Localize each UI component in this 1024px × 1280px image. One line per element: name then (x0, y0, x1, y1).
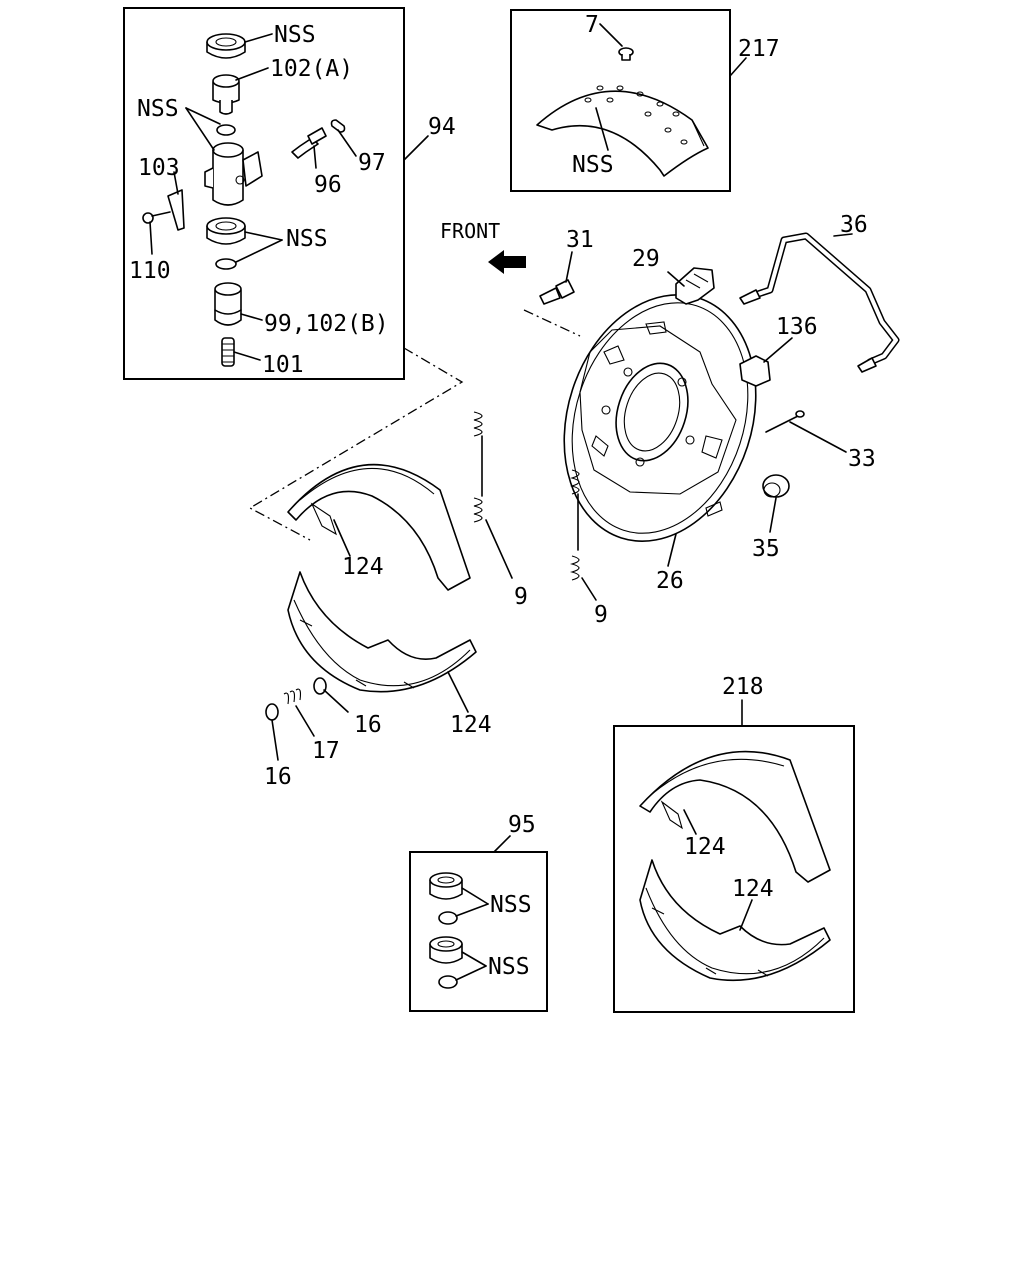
seal-kit-box (409, 851, 548, 1012)
bleeder-cap (330, 119, 346, 133)
brake-shoe-upper (287, 463, 471, 591)
brake-pipe (739, 232, 900, 373)
label-nss-lower: NSS (286, 226, 328, 252)
brake-shoes-group: 9 124 124 16 17 16 (248, 347, 528, 790)
label-36: 36 (840, 212, 868, 238)
label-101: 101 (262, 352, 304, 378)
return-spring-left (473, 411, 483, 523)
hold-down-pin (765, 410, 805, 433)
cup-seal-bottom (215, 258, 237, 270)
adjuster-spring-parts (265, 677, 327, 721)
label-nss-kit-1: NSS (490, 892, 532, 918)
cylinder-body (204, 142, 263, 206)
label-nss-kit-2: NSS (488, 954, 530, 980)
piston-102a (212, 74, 240, 115)
label-26: 26 (656, 568, 684, 594)
backing-plate-group: 31 26 (523, 212, 900, 628)
label-front: FRONT (440, 219, 500, 243)
label-16-right: 16 (354, 712, 382, 738)
label-33: 33 (848, 446, 876, 472)
seal-kit-cup-2 (438, 975, 458, 989)
label-218: 218 (722, 674, 764, 700)
shoe-set-group: 218 124 124 (613, 674, 855, 1013)
shoe-set-upper (639, 750, 831, 883)
label-16-left: 16 (264, 764, 292, 790)
rivet-part (618, 47, 634, 61)
label-7: 7 (585, 12, 599, 38)
label-124-lower: 124 (450, 712, 492, 738)
retainer-clip (167, 189, 185, 231)
piston-102b (214, 282, 242, 326)
shoe-set-box (613, 725, 855, 1013)
cup-seal-top (216, 124, 236, 136)
seal-kit-boot-1 (429, 872, 463, 900)
label-136: 136 (776, 314, 818, 340)
cable-bracket (675, 267, 715, 305)
label-217: 217 (738, 36, 780, 62)
label-9-left: 9 (514, 584, 528, 610)
wheel-cylinder-box (123, 7, 405, 380)
wheel-cylinder-group: NSS 102(A) NSS 103 110 96 97 94 NSS 99,1… (123, 7, 456, 380)
label-124-set-lower: 124 (732, 876, 774, 902)
seal-kit-group: 95 NSS NSS (409, 812, 548, 1012)
dust-boot-bottom (206, 217, 246, 245)
plate-bolt (539, 279, 575, 305)
label-124-set-upper: 124 (684, 834, 726, 860)
label-97: 97 (358, 150, 386, 176)
label-17: 17 (312, 738, 340, 764)
lining-kit-group: 7 NSS 217 (510, 9, 780, 192)
dust-boot-top (206, 33, 246, 59)
front-indicator: FRONT (440, 219, 526, 274)
label-94: 94 (428, 114, 456, 140)
label-102a: 102(A) (270, 56, 353, 82)
label-9-right: 9 (594, 602, 608, 628)
mounting-bolt (142, 211, 171, 224)
pipe-clip (739, 355, 771, 387)
brake-shoe-lower (287, 571, 477, 693)
shoe-set-lower (639, 859, 831, 982)
label-35: 35 (752, 536, 780, 562)
label-nss-boot: NSS (274, 22, 316, 48)
label-96: 96 (314, 172, 342, 198)
return-spring-right (569, 469, 580, 581)
bleeder-screw (291, 127, 327, 159)
label-99-102b: 99,102(B) (264, 311, 389, 337)
rubber-plug (762, 474, 790, 498)
label-124-upper: 124 (342, 554, 384, 580)
adjuster-screw (221, 337, 235, 367)
label-103: 103 (138, 155, 180, 181)
front-arrow-icon (488, 250, 526, 274)
label-nss-seal: NSS (137, 96, 179, 122)
label-31: 31 (566, 227, 594, 253)
lining-kit-box (510, 9, 731, 192)
label-nss-lining: NSS (572, 152, 614, 178)
label-95: 95 (508, 812, 536, 838)
backing-plate (563, 294, 757, 542)
label-110: 110 (129, 258, 171, 284)
seal-kit-boot-2 (429, 936, 463, 964)
seal-kit-cup-1 (438, 911, 458, 925)
brake-lining (536, 85, 709, 177)
label-29: 29 (632, 246, 660, 272)
